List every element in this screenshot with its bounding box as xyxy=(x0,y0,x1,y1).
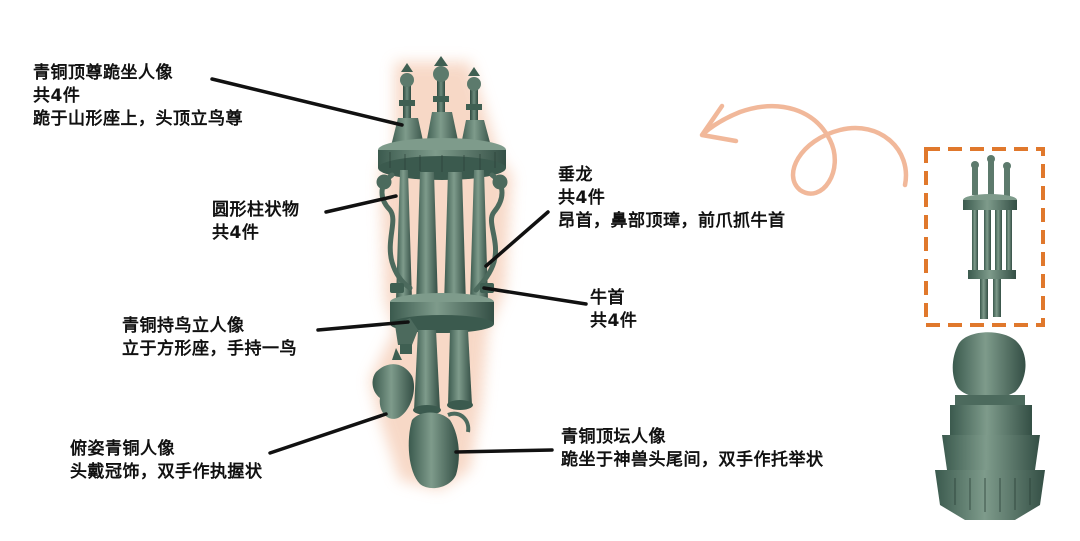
leader-line-bird-figure xyxy=(316,320,410,332)
hanging-dragons xyxy=(376,172,508,293)
annotation-count: 共4件 xyxy=(212,223,260,243)
annotation-desc: 立于方形座，手持一鸟 xyxy=(122,339,297,359)
annotation-ox-head: 牛首 共4件 xyxy=(590,287,637,333)
annotation-title: 俯姿青铜人像 xyxy=(70,439,175,459)
annotation-desc: 跪于山形座上，头顶立鸟尊 xyxy=(33,109,243,129)
leader-lines xyxy=(210,77,588,455)
altar-top-figure xyxy=(408,411,471,489)
full-bronze-altar-thumbnail xyxy=(935,155,1045,520)
crouching-figure xyxy=(372,348,415,419)
annotation-title: 青铜顶坛人像 xyxy=(561,427,666,447)
annotation-round-pillars: 圆形柱状物 共4件 xyxy=(212,199,300,245)
leader-line-ox-head xyxy=(482,286,588,306)
round-pillars xyxy=(396,170,488,305)
top-finials xyxy=(390,56,492,150)
dashed-box-upper-section xyxy=(924,147,1045,327)
annotation-title: 青铜持鸟立人像 xyxy=(122,316,245,336)
annotation-altar-top-figure: 青铜顶坛人像 跪坐于神兽头尾间，双手作托举状 xyxy=(561,426,824,472)
curved-arrow-icon xyxy=(699,103,909,196)
bird-holding-figure xyxy=(395,318,418,354)
annotation-count: 共4件 xyxy=(558,188,606,208)
annotation-title: 圆形柱状物 xyxy=(212,200,300,220)
annotation-desc: 昂首，鼻部顶璋，前爪抓牛首 xyxy=(558,211,786,231)
bronze-altar-upper-section xyxy=(370,56,512,490)
leader-line-crouching-figure xyxy=(268,412,388,455)
annotation-title: 青铜顶尊跪坐人像 xyxy=(33,63,173,83)
leader-line-round-pillars xyxy=(324,194,398,214)
annotation-desc: 头戴冠饰，双手作执握状 xyxy=(70,462,263,482)
annotation-hanging-dragon: 垂龙 共4件 昂首，鼻部顶璋，前爪抓牛首 xyxy=(558,164,786,233)
annotation-count: 共4件 xyxy=(590,311,638,331)
leader-line-altar-figure xyxy=(454,448,554,454)
annotation-desc: 跪坐于神兽头尾间，双手作托举状 xyxy=(561,450,824,470)
annotation-count: 共4件 xyxy=(33,86,81,106)
annotation-top-kneeling-figures: 青铜顶尊跪坐人像 共4件 跪于山形座上，头顶立鸟尊 xyxy=(33,62,243,131)
annotation-title: 垂龙 xyxy=(558,165,593,185)
leader-line-hanging-dragon xyxy=(484,210,550,268)
leader-line-top-figures xyxy=(210,77,404,127)
annotation-title: 牛首 xyxy=(590,288,625,308)
annotation-bird-holding-figure: 青铜持鸟立人像 立于方形座，手持一鸟 xyxy=(122,315,297,361)
annotation-crouching-figure: 俯姿青铜人像 头戴冠饰，双手作执握状 xyxy=(70,438,263,484)
